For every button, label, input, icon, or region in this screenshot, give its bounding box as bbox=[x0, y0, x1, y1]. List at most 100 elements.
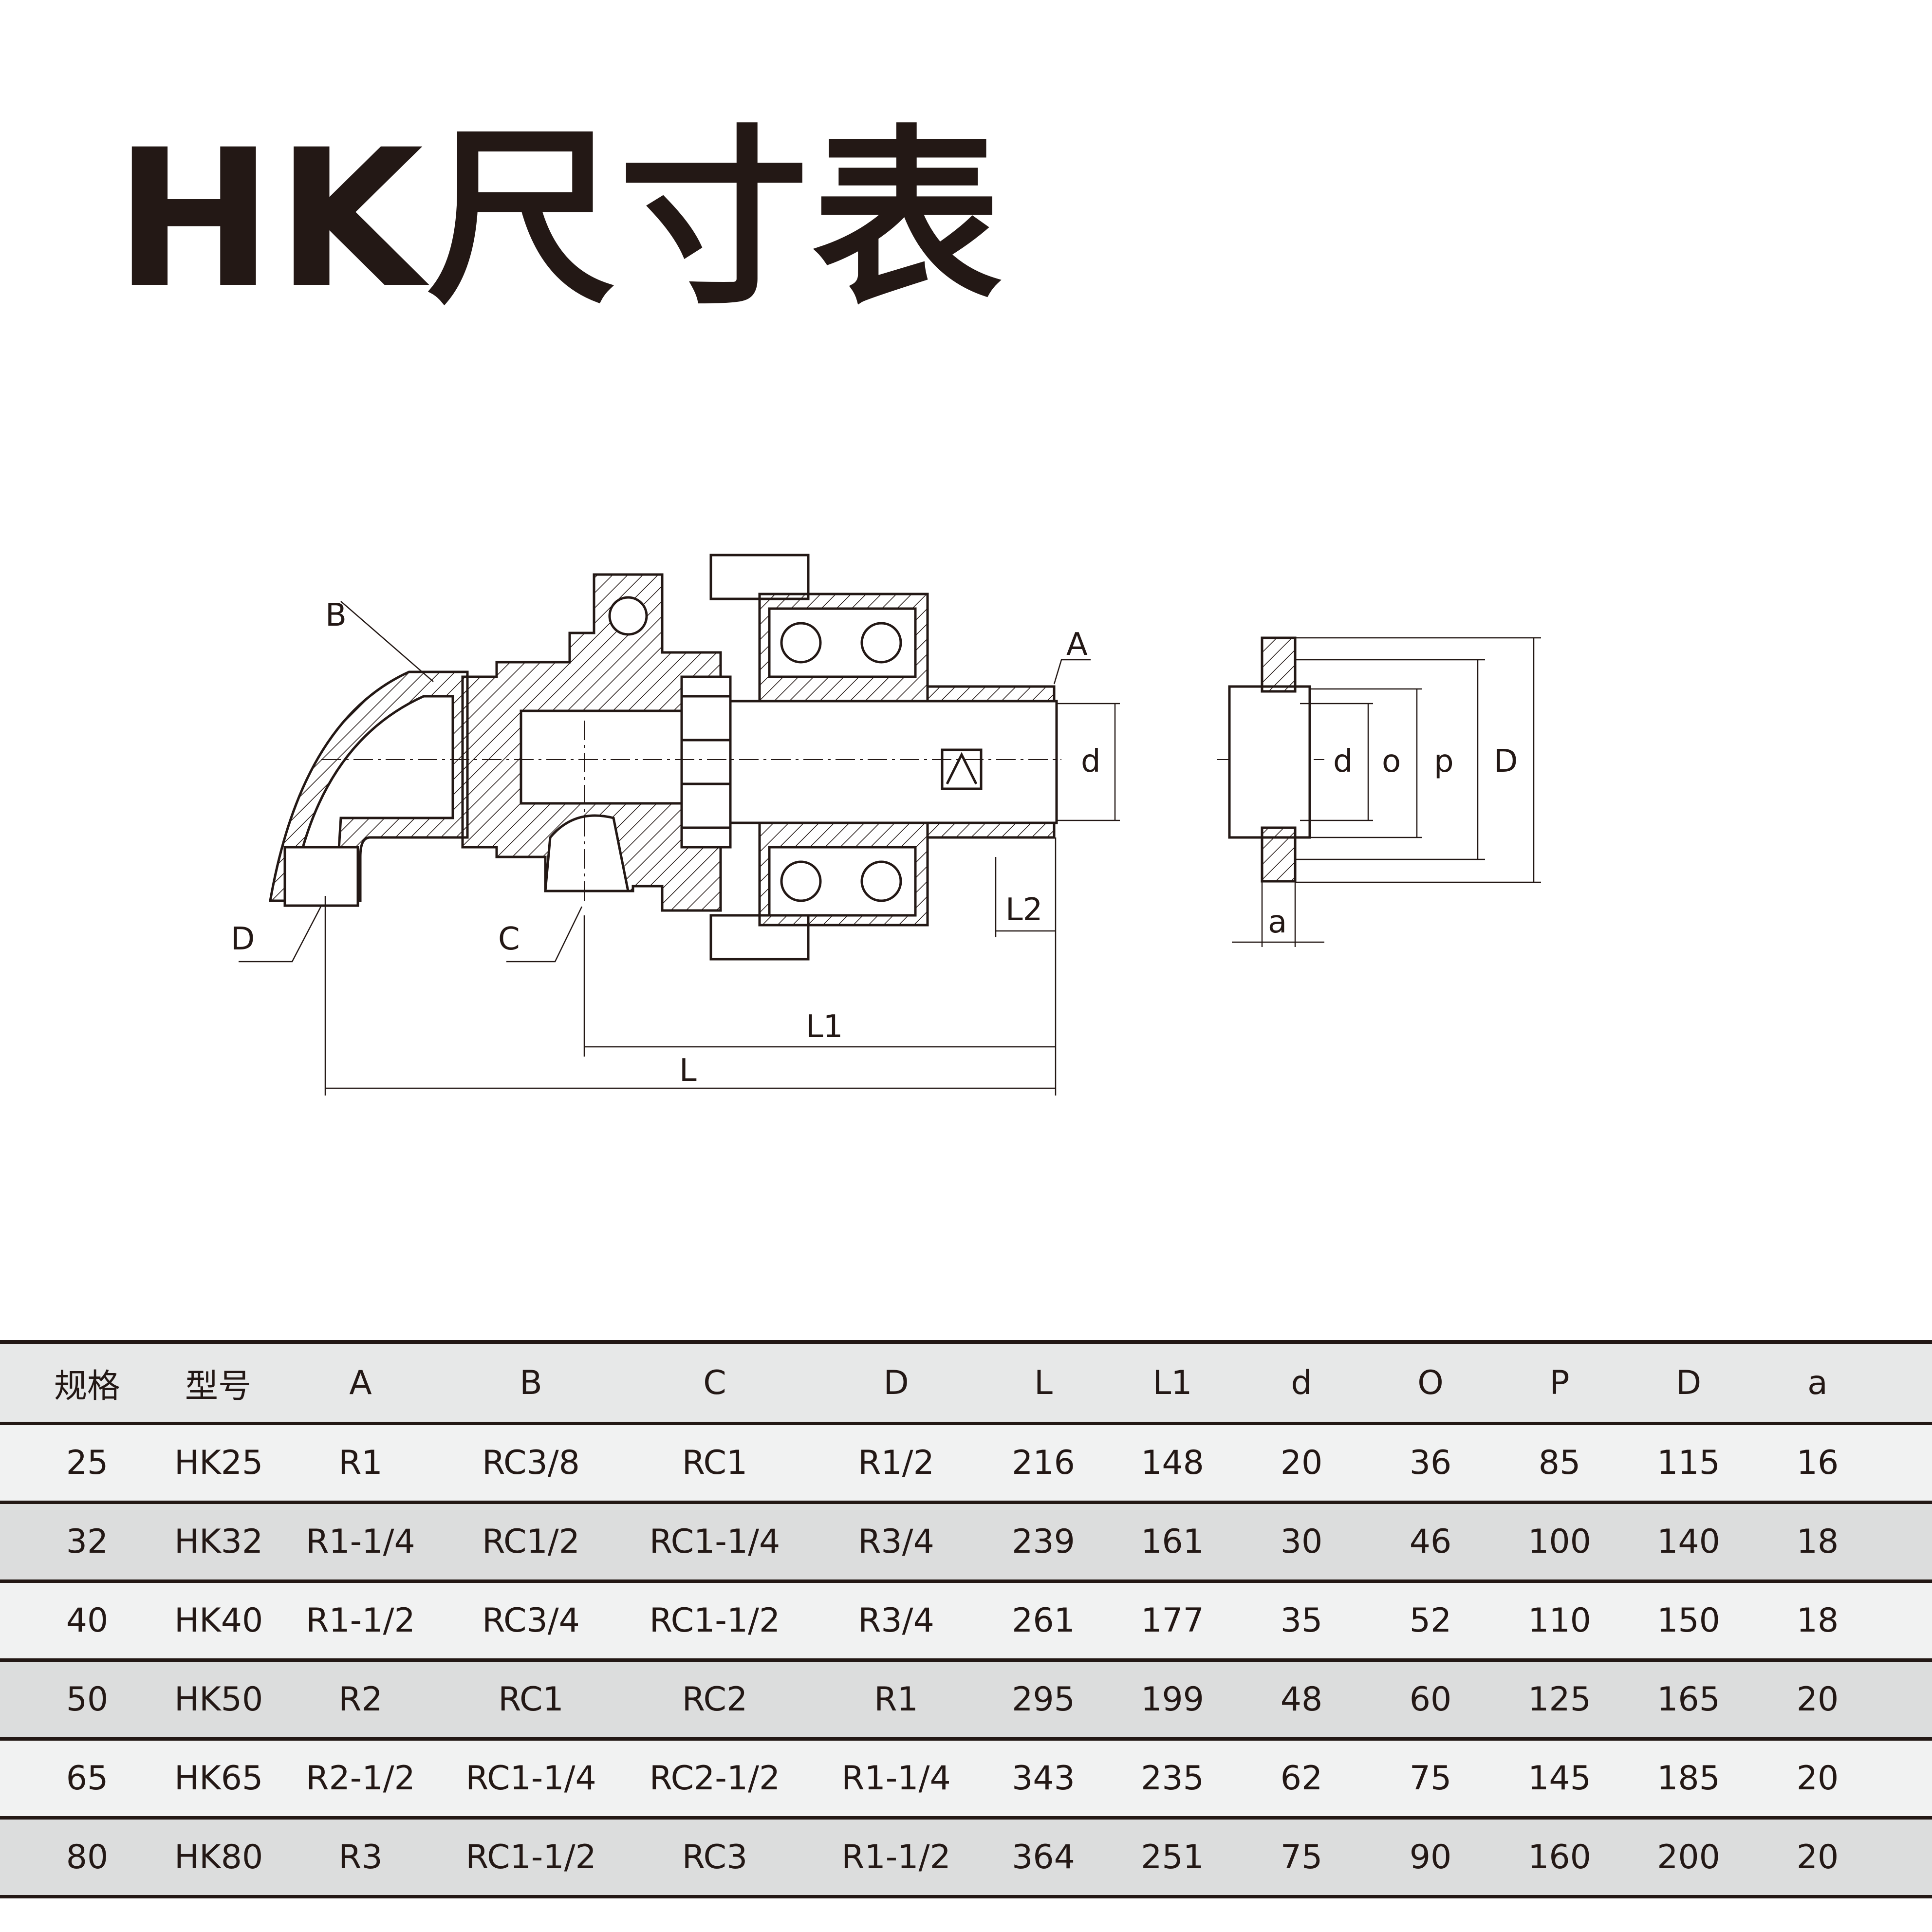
cell-b: RC3/8 bbox=[482, 1444, 580, 1482]
cell-p: 110 bbox=[1528, 1601, 1591, 1640]
header-b: B bbox=[520, 1363, 542, 1402]
header-o: O bbox=[1417, 1363, 1444, 1402]
cell-o: 60 bbox=[1409, 1680, 1452, 1719]
cell-d-small: 30 bbox=[1280, 1523, 1323, 1561]
header-d: D bbox=[883, 1363, 909, 1402]
header-d-small: d bbox=[1291, 1363, 1312, 1402]
cell-model: HK25 bbox=[174, 1444, 263, 1482]
cell-d-large: 140 bbox=[1657, 1523, 1720, 1561]
cell-l: 239 bbox=[1012, 1523, 1075, 1561]
cell-a: R3 bbox=[338, 1838, 383, 1876]
cell-l1: 177 bbox=[1141, 1601, 1204, 1640]
cell-l: 261 bbox=[1012, 1601, 1075, 1640]
cell-o: 90 bbox=[1409, 1838, 1452, 1876]
cell-c: RC1 bbox=[682, 1444, 748, 1482]
cell-d-small: 20 bbox=[1280, 1444, 1323, 1482]
cell-c: RC1-1/4 bbox=[649, 1523, 780, 1561]
table-header-row: 规格 型号 A B C D L L1 d O P D a bbox=[0, 1344, 1932, 1425]
cell-c: RC2-1/2 bbox=[649, 1759, 780, 1798]
marker-box bbox=[941, 748, 983, 790]
header-model: 型号 bbox=[185, 1367, 251, 1406]
cell-d: R1-1/4 bbox=[841, 1759, 951, 1798]
label-d-port: D bbox=[231, 921, 255, 957]
cell-a-small: 20 bbox=[1796, 1680, 1839, 1719]
label-d-main: d bbox=[1081, 743, 1101, 780]
cell-d-small: 35 bbox=[1280, 1601, 1323, 1640]
cell-p: 160 bbox=[1528, 1838, 1591, 1876]
ball-top-2 bbox=[860, 622, 902, 664]
flange-plate-top bbox=[1261, 636, 1297, 693]
header-l1: L1 bbox=[1152, 1363, 1192, 1402]
cell-a-small: 16 bbox=[1796, 1444, 1839, 1482]
cell-d-small: 62 bbox=[1280, 1759, 1323, 1798]
cell-c: RC3 bbox=[682, 1838, 748, 1876]
header-d-large: D bbox=[1675, 1363, 1702, 1402]
cell-b: RC1 bbox=[498, 1680, 564, 1719]
cell-l1: 235 bbox=[1141, 1759, 1204, 1798]
cell-spec: 25 bbox=[66, 1444, 109, 1482]
label-flange-o: o bbox=[1382, 743, 1401, 780]
side-port-c bbox=[544, 814, 630, 892]
label-c: C bbox=[498, 921, 520, 957]
cell-c: RC1-1/2 bbox=[649, 1601, 780, 1640]
header-l: L bbox=[1034, 1363, 1053, 1402]
cell-d-large: 200 bbox=[1657, 1838, 1720, 1876]
flange-plate-bottom bbox=[1261, 826, 1297, 883]
cell-l: 216 bbox=[1012, 1444, 1075, 1482]
header-p: P bbox=[1549, 1363, 1570, 1402]
label-a: A bbox=[1066, 627, 1088, 663]
cell-p: 100 bbox=[1528, 1523, 1591, 1561]
cell-spec: 80 bbox=[66, 1838, 109, 1876]
cell-l: 343 bbox=[1012, 1759, 1075, 1798]
cell-d-small: 48 bbox=[1280, 1680, 1323, 1719]
label-l: L bbox=[679, 1053, 697, 1089]
cell-o: 52 bbox=[1409, 1601, 1452, 1640]
cell-d: R3/4 bbox=[858, 1523, 934, 1561]
cell-d-large: 165 bbox=[1657, 1680, 1720, 1719]
label-l2: L2 bbox=[1005, 892, 1042, 928]
cell-a: R1-1/2 bbox=[306, 1601, 415, 1640]
cell-l: 295 bbox=[1012, 1680, 1075, 1719]
cell-p: 125 bbox=[1528, 1680, 1591, 1719]
cell-d-large: 150 bbox=[1657, 1601, 1720, 1640]
ball-bottom-2 bbox=[860, 860, 902, 902]
header-c: C bbox=[703, 1363, 726, 1402]
elbow-outlet bbox=[283, 846, 359, 907]
cell-b: RC3/4 bbox=[482, 1601, 580, 1640]
table-row: 50 HK50 R2 RC1 RC2 R1 295 199 48 60 125 … bbox=[0, 1662, 1932, 1741]
ball-bottom-1 bbox=[780, 860, 822, 902]
cell-a: R1 bbox=[338, 1444, 383, 1482]
label-flange-p: p bbox=[1434, 743, 1454, 780]
rotary-joint-diagram: B A D C d L2 L1 L d o p D a bbox=[231, 554, 1541, 1096]
label-b: B bbox=[325, 597, 347, 633]
header-a: A bbox=[349, 1363, 372, 1402]
table-row: 32 HK32 R1-1/4 RC1/2 RC1-1/4 R3/4 239 16… bbox=[0, 1504, 1932, 1583]
table-row: 80 HK80 R3 RC1-1/2 RC3 R1-1/2 364 251 75… bbox=[0, 1820, 1932, 1898]
cell-model: HK32 bbox=[174, 1523, 263, 1561]
cell-spec: 32 bbox=[66, 1523, 109, 1561]
seal-pack bbox=[680, 675, 732, 849]
label-flange-a: a bbox=[1268, 904, 1287, 940]
page-title: HK尺寸表 bbox=[114, 109, 1005, 330]
cell-a-small: 18 bbox=[1796, 1523, 1839, 1561]
flange-hub bbox=[1228, 685, 1311, 839]
cell-a: R1-1/4 bbox=[306, 1523, 415, 1561]
cell-a: R2 bbox=[338, 1680, 383, 1719]
cell-p: 85 bbox=[1538, 1444, 1581, 1482]
cell-p: 145 bbox=[1528, 1759, 1591, 1798]
cell-spec: 40 bbox=[66, 1601, 109, 1640]
cell-l1: 161 bbox=[1141, 1523, 1204, 1561]
header-a-small: a bbox=[1807, 1363, 1828, 1402]
cell-a-small: 20 bbox=[1796, 1759, 1839, 1798]
label-flange-d-large: D bbox=[1494, 743, 1518, 780]
cell-d: R1/2 bbox=[858, 1444, 934, 1482]
cell-spec: 50 bbox=[66, 1680, 109, 1719]
header-spec: 规格 bbox=[54, 1367, 120, 1406]
label-l1: L1 bbox=[806, 1009, 843, 1045]
cell-d-small: 75 bbox=[1280, 1838, 1323, 1876]
label-flange-d-small: d bbox=[1333, 743, 1353, 780]
cell-spec: 65 bbox=[66, 1759, 109, 1798]
body-hole bbox=[608, 596, 648, 636]
bolt-top bbox=[709, 554, 810, 600]
table-row: 40 HK40 R1-1/2 RC3/4 RC1-1/2 R3/4 261 17… bbox=[0, 1583, 1932, 1662]
